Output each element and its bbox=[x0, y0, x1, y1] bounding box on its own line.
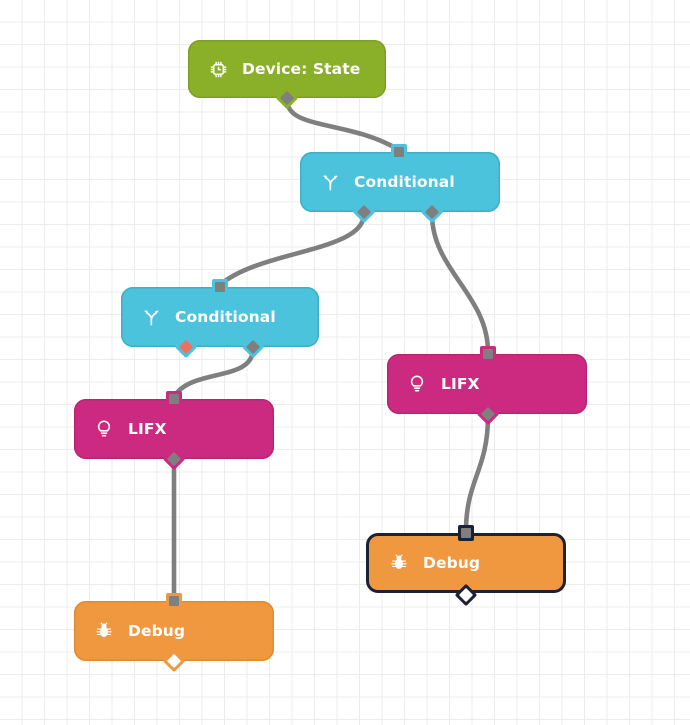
branch-icon bbox=[320, 172, 340, 192]
branch-icon bbox=[141, 307, 161, 327]
port-output-p-lxr-out[interactable] bbox=[476, 402, 500, 426]
port-output-p-lxl-out[interactable] bbox=[162, 447, 186, 471]
port-core bbox=[394, 147, 404, 157]
node-label: Debug bbox=[423, 554, 481, 572]
node-label: Device: State bbox=[242, 60, 361, 78]
connection-edge[interactable] bbox=[463, 413, 491, 534]
port-core bbox=[169, 394, 179, 404]
port-input-p-dbl-in[interactable] bbox=[166, 593, 182, 609]
connection-edge[interactable] bbox=[284, 97, 402, 153]
node-label: Conditional bbox=[354, 173, 455, 191]
port-output-p-ds-out[interactable] bbox=[275, 86, 299, 110]
port-core bbox=[461, 528, 471, 538]
port-input-p-c1-in[interactable] bbox=[391, 144, 407, 160]
node-conditional-2[interactable]: Conditional bbox=[121, 287, 319, 347]
port-input-p-c2-in[interactable] bbox=[212, 279, 228, 295]
bug-icon bbox=[94, 621, 114, 641]
bug-icon bbox=[389, 553, 409, 573]
port-core bbox=[483, 349, 493, 359]
port-output-p-c1-out-a[interactable] bbox=[352, 200, 376, 224]
port-input-p-lxr-in[interactable] bbox=[480, 346, 496, 362]
port-core bbox=[215, 282, 225, 292]
port-core bbox=[169, 596, 179, 606]
lightbulb-icon bbox=[94, 419, 114, 439]
node-debug-right[interactable]: Debug bbox=[366, 533, 566, 593]
port-output-p-dbr-out[interactable] bbox=[454, 583, 478, 607]
microchip-icon bbox=[208, 59, 228, 79]
node-conditional-1[interactable]: Conditional bbox=[300, 152, 500, 212]
port-input-p-lxl-in[interactable] bbox=[166, 391, 182, 407]
connection-edge[interactable] bbox=[217, 211, 367, 288]
port-output-p-dbl-out[interactable] bbox=[162, 649, 186, 673]
port-output-p-c1-out-b[interactable] bbox=[420, 200, 444, 224]
port-output-p-c2-out-b[interactable] bbox=[241, 335, 265, 359]
node-label: Debug bbox=[128, 622, 186, 640]
port-input-p-dbr-in[interactable] bbox=[458, 525, 474, 541]
lightbulb-icon bbox=[407, 374, 427, 394]
port-output-p-c2-out-a[interactable] bbox=[174, 335, 198, 359]
node-label: LIFX bbox=[441, 375, 480, 393]
node-label: LIFX bbox=[128, 420, 167, 438]
node-label: Conditional bbox=[175, 308, 276, 326]
connection-edge[interactable] bbox=[429, 211, 491, 355]
